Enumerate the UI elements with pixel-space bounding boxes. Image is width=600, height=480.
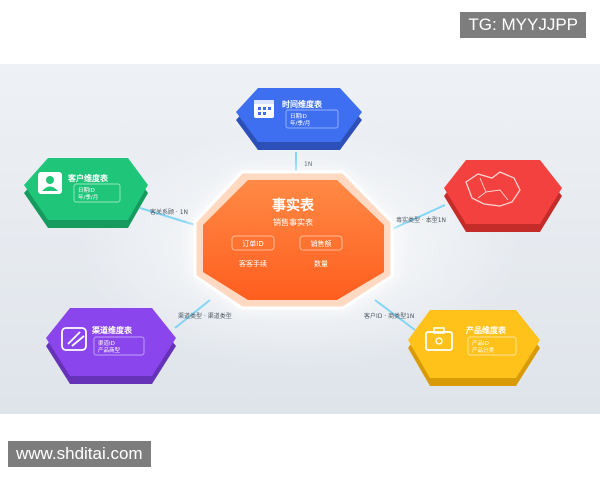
channel-dimension-body <box>46 308 176 376</box>
map-icon <box>465 171 521 207</box>
link-label-time: 1N <box>304 161 312 168</box>
website-watermark: www.shditai.com <box>8 441 151 467</box>
user-icon <box>38 172 62 194</box>
product-dimension-body <box>408 310 540 378</box>
fact-field-4: 数量 <box>314 259 328 268</box>
connector-product <box>374 299 416 331</box>
fact-table-title: 事实表 <box>272 197 315 214</box>
connector-channel <box>174 299 211 329</box>
product-dimension-title: 产品维度表 <box>466 325 507 335</box>
map-region-lines <box>477 177 509 201</box>
channel-dimension-line-2: 产品商型 <box>98 346 121 354</box>
fact-field-box-2 <box>299 235 343 251</box>
product-dimension-line-1: 产品ID <box>472 339 489 347</box>
connector-region <box>389 204 446 231</box>
product-dimension-field-box <box>467 336 517 356</box>
fact-field-3: 客客手续 <box>239 259 267 268</box>
telegram-watermark: TG: MYYJJPP <box>460 12 586 38</box>
customer-dimension-field-box <box>73 183 121 203</box>
region-dimension-body <box>444 160 562 224</box>
channel-dimension-node: 渠道维度表 渠道ID 产品商型 <box>46 308 176 384</box>
link-label-channel: 渠道类型 · 渠道类型 <box>178 312 232 320</box>
link-label-product: 客户ID · 商类型1N <box>364 312 414 320</box>
fact-field-box-1 <box>231 235 275 251</box>
calendar-icon <box>254 100 274 118</box>
box-icon <box>425 327 453 351</box>
time-dimension-line-2: 年/季/月 <box>290 119 310 127</box>
link-label-customer: 客关系顾 · 1N <box>150 208 188 216</box>
time-dimension-field-box <box>285 109 339 129</box>
channel-icon <box>61 327 87 351</box>
fact-table-body <box>203 180 384 300</box>
channel-dimension-field-box <box>93 336 145 356</box>
fact-table-subtitle: 销售事实表 <box>273 217 313 227</box>
product-dimension-node: 产品维度表 产品ID 产品分类 <box>408 310 540 386</box>
time-dimension-title: 时间维度表 <box>282 99 323 109</box>
region-dimension-node <box>444 160 562 232</box>
customer-dimension-title: 客户维度表 <box>67 173 109 183</box>
time-dimension-line-1: 日期ID <box>290 113 307 120</box>
customer-dimension-line-2: 年/季/月 <box>78 193 98 201</box>
channel-dimension-line-1: 渠道ID <box>98 339 115 347</box>
fact-table-node: 事实表 销售事实表 订单ID 销售额 客客手续 数量 <box>190 168 398 312</box>
fact-field-2: 销售额 <box>311 239 332 248</box>
product-dimension-line-2: 产品分类 <box>472 346 495 354</box>
customer-dimension-node: 客户维度表 日期ID 年/季/月 <box>24 158 148 228</box>
link-label-region: 毒实类型 · 本型1N <box>396 216 446 224</box>
customer-dimension-line-1: 日期ID <box>78 187 95 194</box>
time-dimension-node: 时间维度表 日期ID 年/季/月 <box>236 88 362 150</box>
channel-dimension-title: 渠道维度表 <box>91 325 133 335</box>
fact-field-1: 订单ID <box>242 239 263 248</box>
